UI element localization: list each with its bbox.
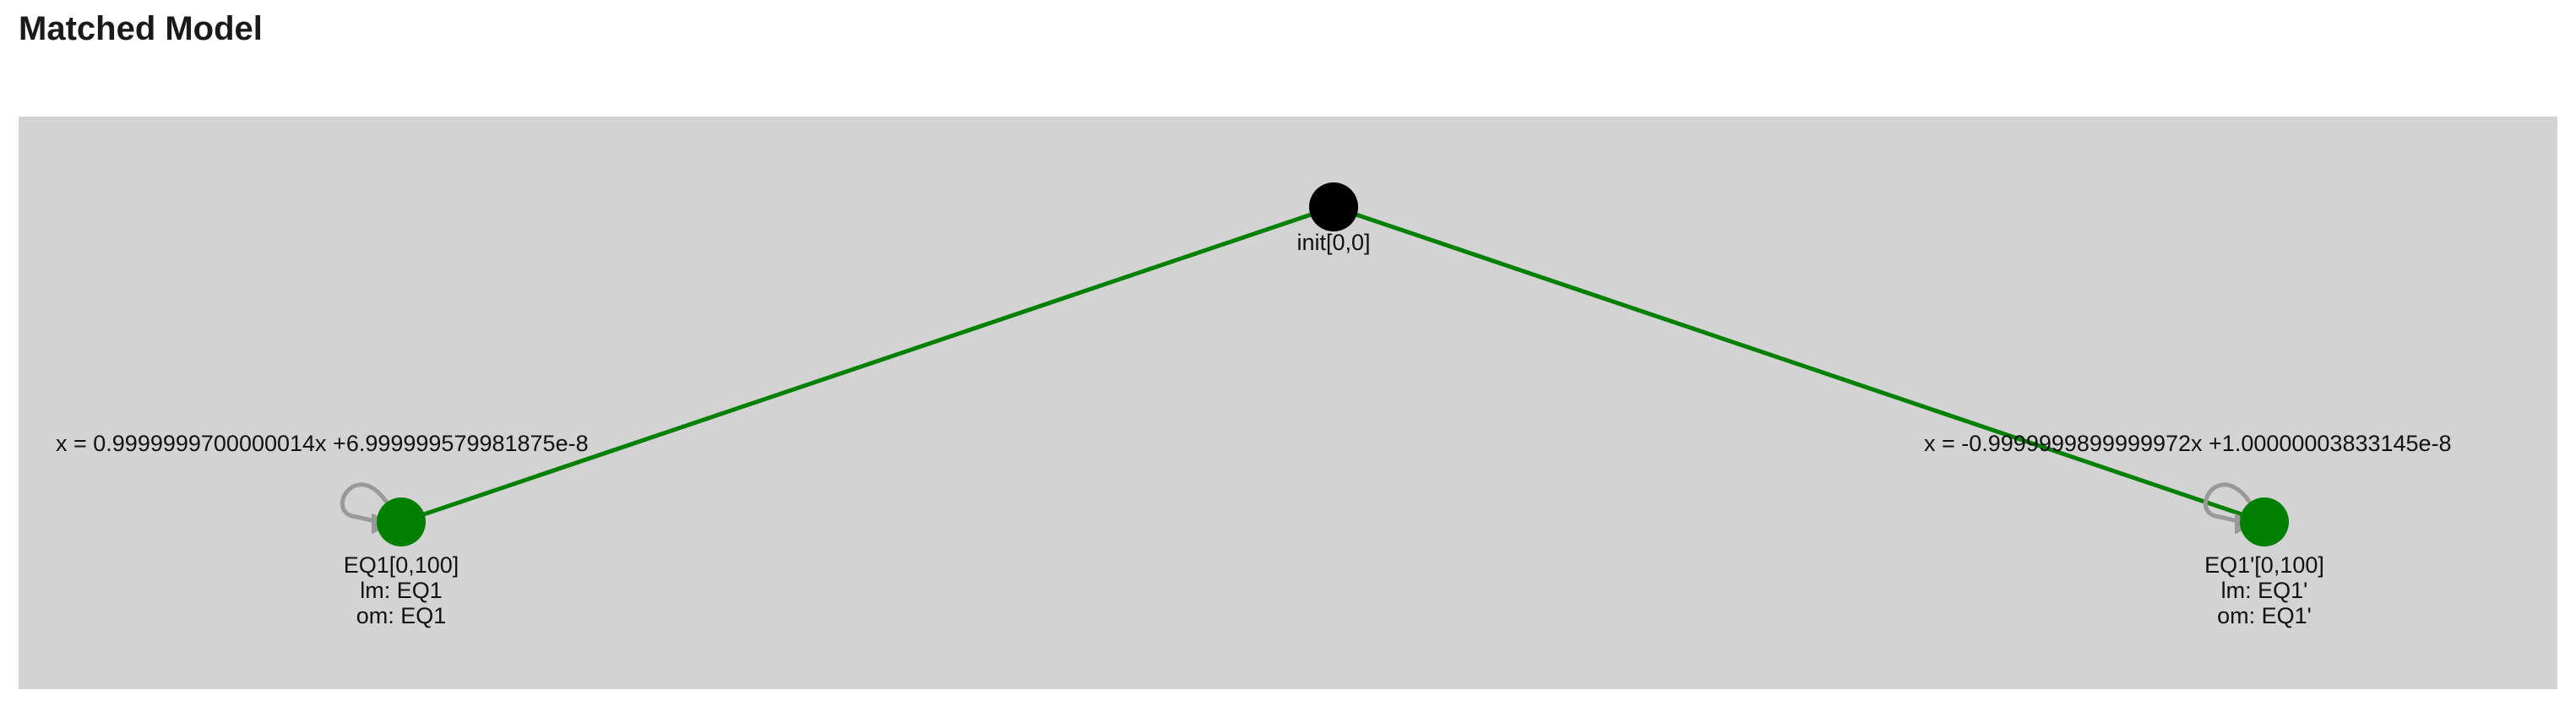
- edge-init-to-eq1-prime[interactable]: [1333, 204, 2265, 525]
- node-eq1[interactable]: [377, 497, 426, 546]
- node-lm-eq1: lm: EQ1: [360, 578, 443, 603]
- node-eq1-prime[interactable]: [2240, 497, 2289, 546]
- self-loop-label-eq1-prime: x = -0.9999999899999972x +1.000000038331…: [1924, 431, 2452, 456]
- node-lm-eq1-prime: lm: EQ1': [2221, 578, 2308, 603]
- graph-svg[interactable]: x = 0.9999999700000014x +6.9999995799818…: [19, 117, 2557, 689]
- node-label-eq1-prime: EQ1'[0,100]: [2204, 552, 2324, 578]
- node-label-init: init[0,0]: [1296, 230, 1370, 255]
- edge-init-to-eq1[interactable]: [400, 204, 1334, 525]
- self-loop-label-eq1: x = 0.9999999700000014x +6.9999995799818…: [56, 431, 589, 456]
- node-label-eq1: EQ1[0,100]: [344, 552, 459, 578]
- node-om-eq1-prime: om: EQ1': [2217, 603, 2312, 628]
- page-title: Matched Model: [19, 10, 263, 47]
- graph-canvas[interactable]: x = 0.9999999700000014x +6.9999995799818…: [19, 117, 2557, 689]
- node-om-eq1: om: EQ1: [356, 603, 447, 628]
- node-init[interactable]: [1309, 182, 1358, 231]
